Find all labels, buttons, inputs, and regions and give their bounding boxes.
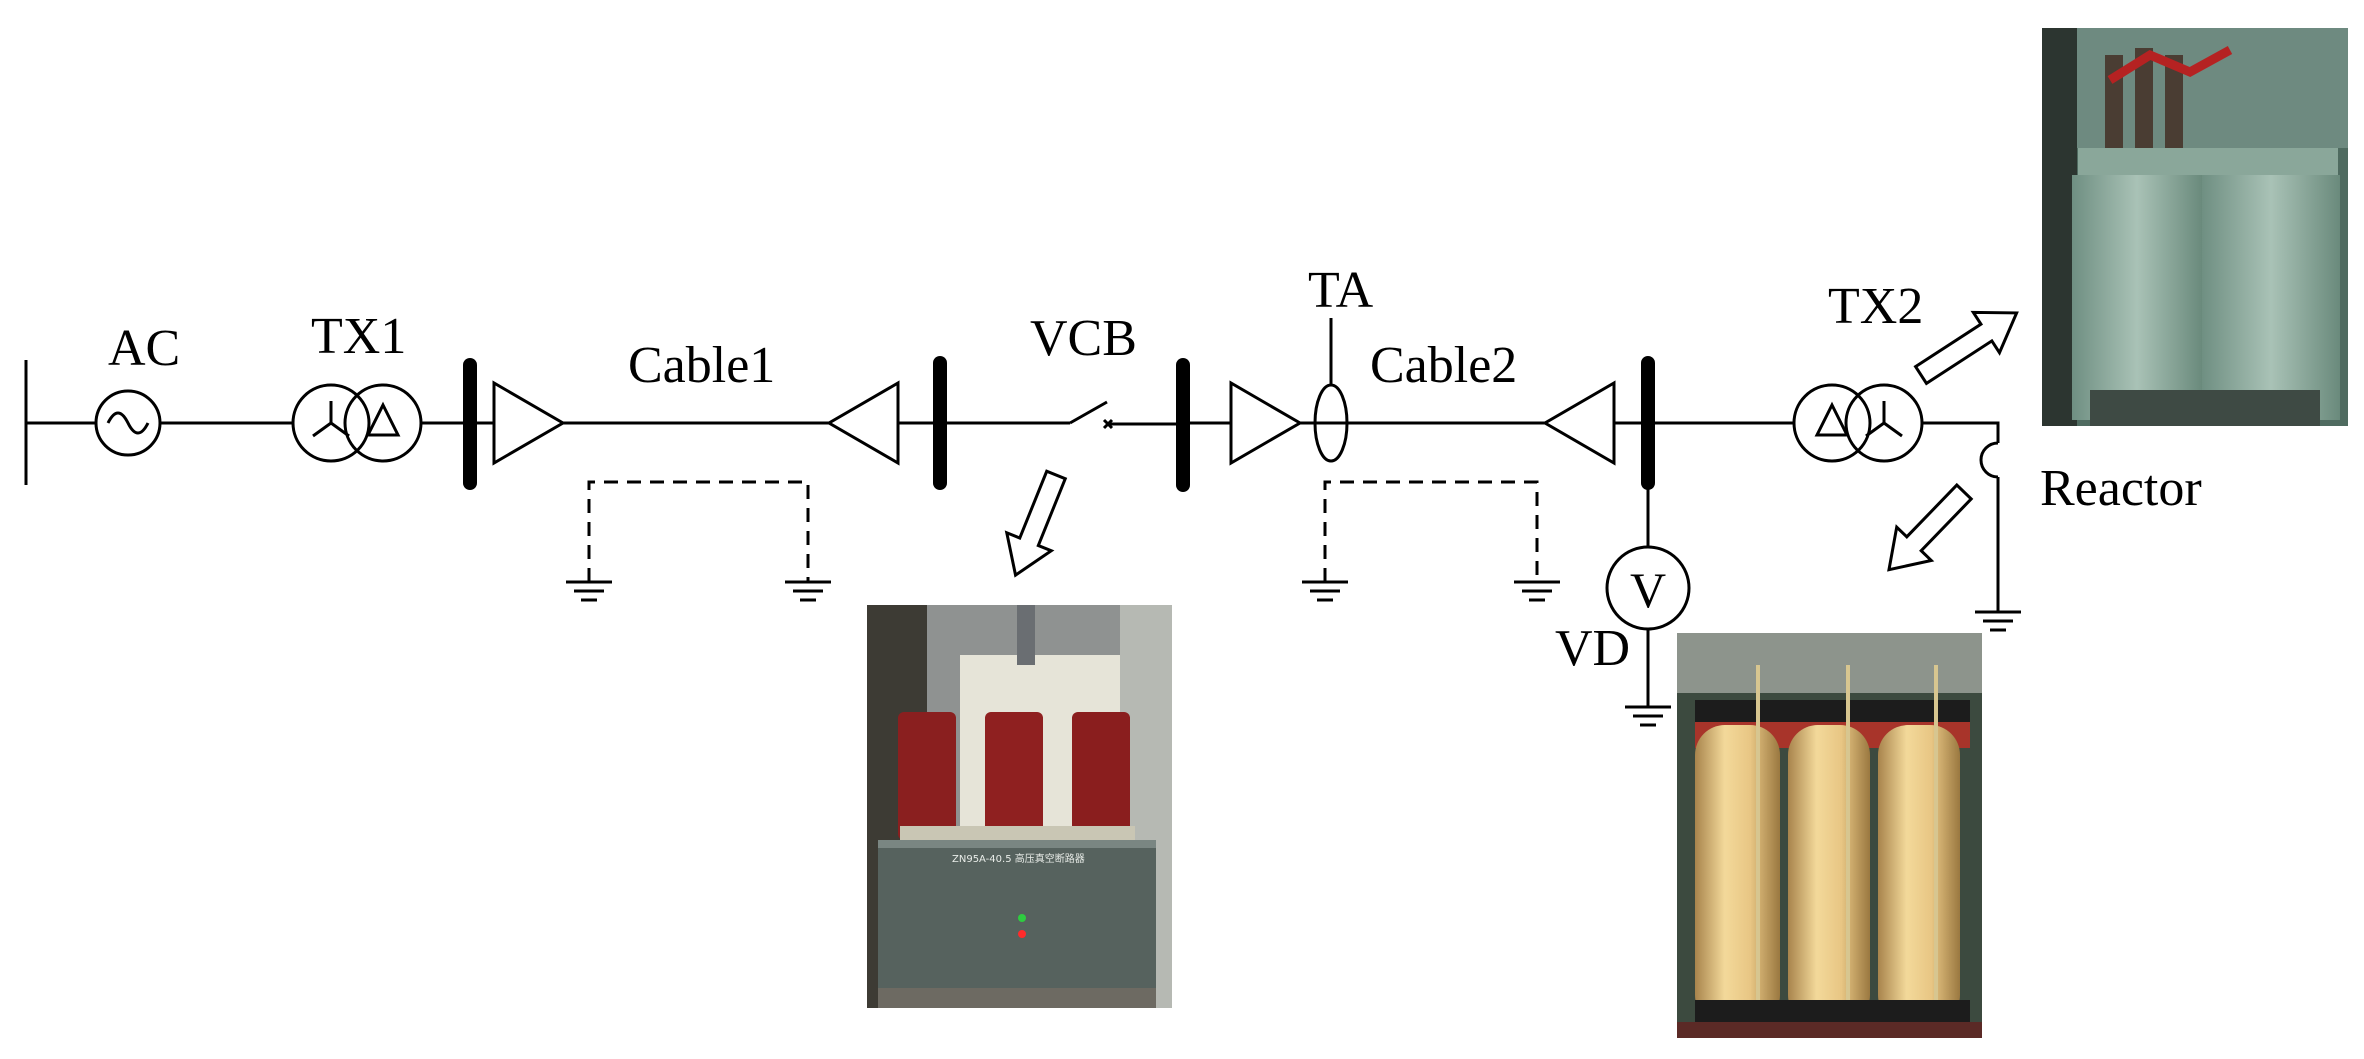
tx2-photo [2042, 28, 2348, 426]
sine-wave-icon [106, 411, 150, 435]
vcb-label: VCB [1030, 310, 1137, 367]
vd-label: VD [1555, 620, 1630, 677]
wye-symbol [1865, 401, 1903, 438]
cable2-label: Cable2 [1370, 337, 1517, 394]
cable1-right-termination [826, 380, 900, 466]
vcb-switch-blade [1069, 400, 1108, 425]
ac-source [94, 389, 162, 457]
ground-icon [566, 580, 612, 602]
cable1-shield [587, 480, 810, 582]
ground-icon [785, 580, 831, 602]
wye-symbol [312, 401, 350, 438]
cable2-left-termination [1229, 380, 1303, 466]
tx1-label: TX1 [311, 308, 406, 365]
cable1-label: Cable1 [628, 337, 775, 394]
ground-icon [1975, 610, 2021, 632]
reactor-symbol [1979, 441, 1999, 479]
ground-icon [1625, 705, 1671, 727]
reactor-photo [1677, 633, 1982, 1038]
transformer-tx1 [291, 383, 423, 463]
reactor-label: Reactor [2040, 460, 2202, 517]
ac-label: AC [108, 320, 180, 377]
transformer-tx2 [1792, 383, 1924, 463]
arrow-tx2-to-photo [1913, 310, 2019, 386]
cable2-shield [1323, 480, 1539, 582]
cable2-right-termination [1542, 380, 1616, 466]
ta-label: TA [1308, 262, 1374, 319]
tx2-label: TX2 [1828, 278, 1923, 335]
wire-tx2-reactor [1922, 421, 2000, 443]
ground-icon [1514, 580, 1560, 602]
cable1-left-termination [492, 380, 566, 466]
delta-symbol [1814, 401, 1850, 437]
ground-icon [1302, 580, 1348, 602]
arrow-vcb-to-photo [1004, 469, 1068, 578]
vcb-nameplate-text: ZN95A-40.5 高压真空断路器 [952, 852, 1085, 865]
arrow-reactor-to-photo [1887, 482, 1974, 572]
delta-symbol [365, 401, 401, 437]
vd-meter-symbol: V [1630, 562, 1666, 618]
vcb-photo: ZN95A-40.5 高压真空断路器 [867, 605, 1172, 1008]
